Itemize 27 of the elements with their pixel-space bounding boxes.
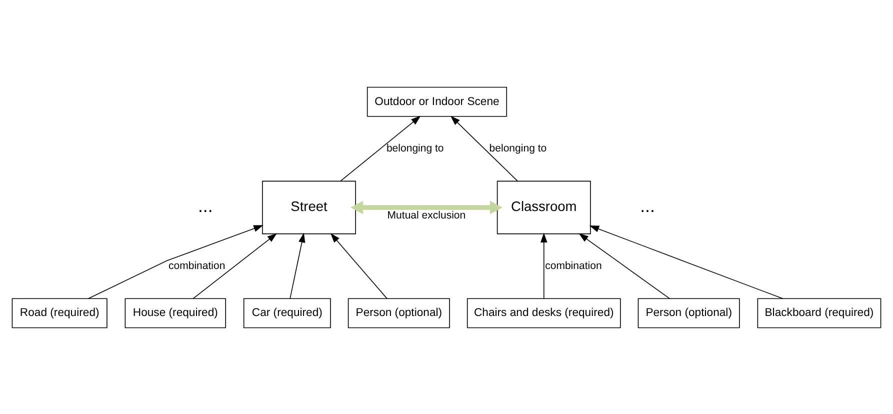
arrow <box>192 232 278 298</box>
label: ... <box>640 196 655 216</box>
node-box: Street <box>262 180 356 234</box>
node-box: Car (required) <box>243 298 331 328</box>
arrow <box>340 115 421 181</box>
label: ... <box>198 196 213 216</box>
arrow <box>589 225 784 298</box>
edge-label: combination <box>545 259 602 272</box>
node-box: House (required) <box>124 298 226 328</box>
arrow <box>450 115 518 181</box>
node-box: Person (optional) <box>638 298 740 328</box>
node-box: Person (optional) <box>348 298 450 328</box>
node-box: Classroom <box>496 180 591 234</box>
edge-label: belonging to <box>489 142 547 154</box>
arrow <box>540 232 548 298</box>
node-box: Chairs and desks (required) <box>466 298 621 328</box>
arrow <box>350 200 503 214</box>
arrow <box>330 232 388 298</box>
arrow <box>88 224 264 298</box>
arrow <box>578 232 670 298</box>
node-box: Outdoor or Indoor Scene <box>366 86 508 116</box>
arrow <box>290 232 306 298</box>
edge-label: Mutual exclusion <box>387 208 466 221</box>
edge-label: combination <box>168 259 226 272</box>
node-box: Blackboard (required) <box>757 298 882 328</box>
edge-label: belonging to <box>386 142 444 154</box>
node-box: Road (required) <box>12 298 108 328</box>
